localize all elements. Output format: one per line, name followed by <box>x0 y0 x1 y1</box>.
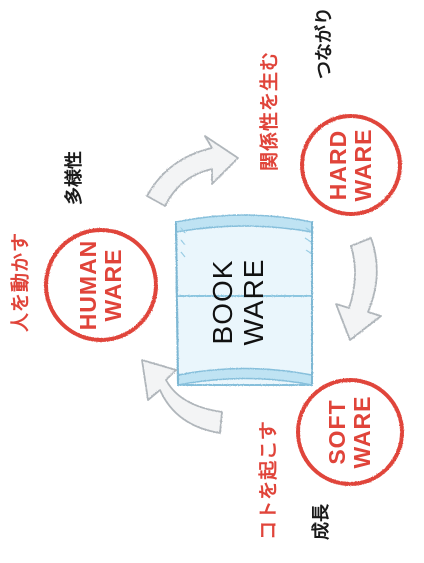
soft-ware-circle <box>296 378 404 486</box>
book-ware-line2: WARE <box>238 258 269 346</box>
arrow-hard-to-soft <box>335 237 382 341</box>
arrow-human-to-hard <box>146 135 239 207</box>
book-ware-label: BOOK WARE <box>207 259 269 346</box>
human-ware-circle <box>44 228 158 342</box>
hard-ware-label: HARD WARE <box>325 128 376 202</box>
hard-ware-line1: HARD <box>325 129 351 201</box>
hard-ware-line2: WARE <box>350 128 376 202</box>
human-ware-line1: HUMAN <box>75 239 101 331</box>
soft-ware-line2: WARE <box>349 395 375 469</box>
soft-ware-caption: コトを起こす <box>258 420 280 540</box>
human-ware-label: HUMAN WARE <box>75 239 126 331</box>
arrow-soft-to-human <box>141 359 223 434</box>
human-ware-line2: WARE <box>100 248 126 322</box>
hard-ware-caption: 関係性を生む <box>259 50 281 172</box>
hard-ware-circle <box>300 114 402 216</box>
growth-annotation: 成長 <box>311 504 331 540</box>
soft-ware-line1: SOFT <box>324 399 350 465</box>
book-icon <box>174 214 313 386</box>
human-ware-caption: 人を動かす <box>10 231 32 333</box>
connection-annotation: つながり <box>314 7 334 79</box>
soft-ware-label: SOFT WARE <box>324 395 375 469</box>
diversity-annotation: 多様性 <box>64 151 84 205</box>
book-ware-line1: BOOK <box>207 259 238 345</box>
